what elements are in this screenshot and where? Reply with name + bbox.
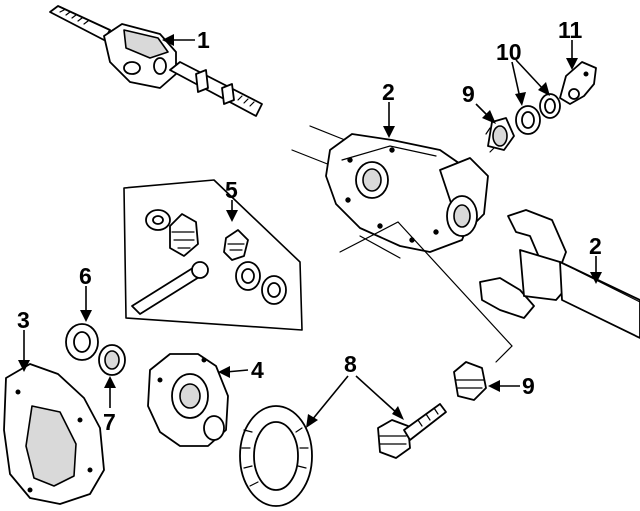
callout-7: 7	[103, 409, 116, 435]
callout-9-top: 9	[462, 81, 475, 107]
ring-and-pinion	[239, 403, 447, 507]
callout-5: 5	[225, 177, 238, 203]
pinion-bearing-set	[515, 93, 561, 135]
pinion-bearing-lower	[453, 361, 487, 401]
housing-cover	[3, 363, 105, 505]
axle-tube-yoke	[479, 209, 640, 339]
axle-seal	[65, 323, 99, 361]
callout-8: 8	[344, 351, 357, 377]
callout-labels: 1 2 9 10 11 2 5 6 3 7 4 8 9	[17, 17, 602, 435]
callout-9-bottom: 9	[522, 373, 535, 399]
pinion-bearing-upper	[485, 117, 515, 153]
leader-lines	[18, 34, 602, 428]
callout-2-right: 2	[589, 233, 602, 259]
gear-kit-box	[123, 179, 303, 331]
callout-2-top: 2	[382, 79, 395, 105]
callout-4: 4	[251, 357, 264, 383]
callout-6: 6	[79, 263, 92, 289]
differential-case	[147, 353, 229, 447]
callout-10: 10	[496, 39, 522, 65]
callout-11: 11	[558, 17, 583, 43]
callout-1: 1	[197, 27, 210, 53]
axle-shaft-assembly	[49, 5, 263, 117]
axle-housing-center	[291, 125, 513, 363]
axle-bearing	[98, 344, 126, 376]
pinion-flange	[559, 61, 597, 105]
callout-3: 3	[17, 307, 30, 333]
